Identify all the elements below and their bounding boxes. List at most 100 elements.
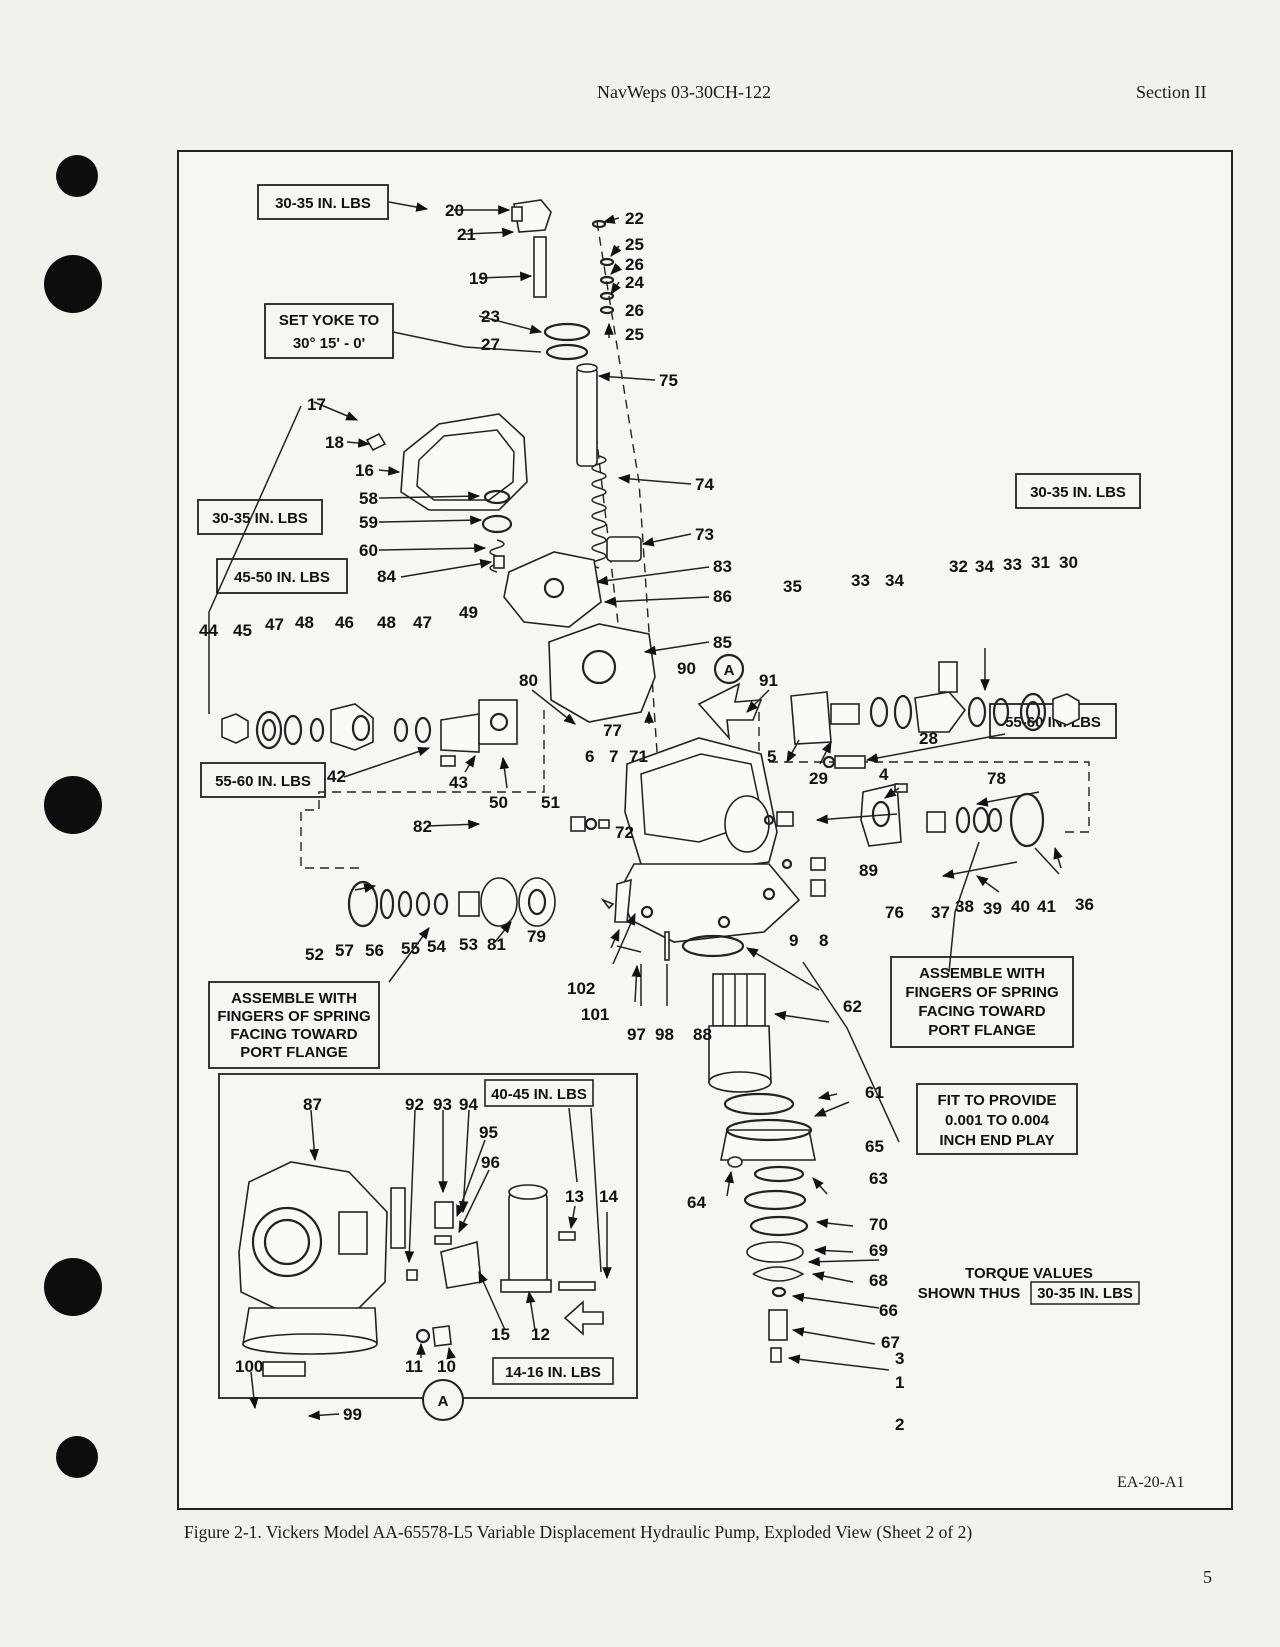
exploded-view-drawing: 30-35 IN. LBS SET YOKE TO 30° 15' - 0' 3… [197, 184, 1141, 1434]
svg-text:19: 19 [469, 269, 488, 288]
svg-text:48: 48 [377, 613, 396, 632]
svg-text:25: 25 [625, 235, 644, 254]
svg-text:24: 24 [625, 273, 644, 292]
svg-text:17: 17 [307, 395, 326, 414]
svg-text:TORQUE VALUES: TORQUE VALUES [965, 1265, 1093, 1282]
svg-text:90: 90 [677, 659, 696, 678]
svg-text:51: 51 [541, 793, 560, 812]
svg-text:PORT FLANGE: PORT FLANGE [928, 1022, 1036, 1039]
svg-text:A: A [724, 662, 735, 679]
svg-text:87: 87 [303, 1095, 322, 1114]
svg-text:69: 69 [869, 1241, 888, 1260]
svg-text:41: 41 [1037, 897, 1056, 916]
binder-hole-5 [56, 1436, 98, 1478]
torque-box-55-60-left: 55-60 IN. LBS [200, 762, 326, 798]
svg-text:63: 63 [869, 1169, 888, 1188]
svg-text:43: 43 [449, 773, 468, 792]
svg-text:55-60 IN. LBS: 55-60 IN. LBS [215, 773, 311, 790]
section-label: Section II [1136, 82, 1207, 102]
svg-text:47: 47 [413, 613, 432, 632]
svg-text:97: 97 [627, 1025, 646, 1044]
svg-text:39: 39 [983, 899, 1002, 918]
svg-text:73: 73 [695, 525, 714, 544]
svg-text:28: 28 [919, 729, 938, 748]
svg-text:42: 42 [327, 767, 346, 786]
svg-text:30-35 IN. LBS: 30-35 IN. LBS [275, 195, 371, 212]
svg-text:77: 77 [603, 721, 622, 740]
figure-id-code: EA-20-A1 [1117, 1474, 1185, 1491]
svg-text:FACING TOWARD: FACING TOWARD [230, 1026, 357, 1043]
assemble-note-left: ASSEMBLE WITH FINGERS OF SPRING FACING T… [208, 981, 380, 1069]
svg-text:67: 67 [881, 1333, 900, 1352]
svg-text:25: 25 [625, 325, 644, 344]
svg-text:71: 71 [629, 747, 648, 766]
control-housing [493, 551, 656, 723]
end-play-note: FIT TO PROVIDE 0.001 TO 0.004 INCH END P… [916, 1083, 1078, 1155]
svg-text:36: 36 [1075, 895, 1094, 914]
document-number: NavWeps 03-30CH-122 [597, 82, 772, 102]
svg-text:20: 20 [445, 201, 464, 220]
svg-text:5: 5 [767, 747, 776, 766]
svg-text:57: 57 [335, 941, 354, 960]
svg-text:4: 4 [879, 765, 889, 784]
svg-text:101: 101 [581, 1005, 609, 1024]
svg-text:64: 64 [687, 1193, 706, 1212]
svg-text:34: 34 [885, 571, 904, 590]
svg-text:A: A [438, 1393, 449, 1410]
figure-caption: Figure 2-1. Vickers Model AA-65578-L5 Va… [184, 1522, 973, 1542]
svg-text:FINGERS OF SPRING: FINGERS OF SPRING [217, 1008, 370, 1025]
lower-left-seals [347, 877, 556, 928]
svg-text:72: 72 [615, 823, 634, 842]
svg-text:98: 98 [655, 1025, 674, 1044]
cover-plate [365, 413, 528, 511]
svg-text:6: 6 [585, 747, 594, 766]
page-number: 5 [1203, 1567, 1212, 1587]
svg-text:34: 34 [975, 557, 994, 576]
svg-text:ASSEMBLE WITH: ASSEMBLE WITH [919, 965, 1045, 982]
torque-box-45-50: 45-50 IN. LBS [216, 558, 348, 594]
direction-arrow: A [697, 653, 763, 741]
svg-text:33: 33 [851, 571, 870, 590]
svg-text:46: 46 [335, 613, 354, 632]
rotating-group [681, 934, 816, 1363]
svg-text:66: 66 [879, 1301, 898, 1320]
svg-text:45-50 IN. LBS: 45-50 IN. LBS [234, 569, 330, 586]
svg-text:SET YOKE TO: SET YOKE TO [279, 312, 380, 329]
svg-text:99: 99 [343, 1405, 362, 1424]
svg-text:38: 38 [955, 897, 974, 916]
svg-text:10: 10 [437, 1357, 456, 1376]
svg-text:59: 59 [359, 513, 378, 532]
svg-text:12: 12 [531, 1325, 550, 1344]
svg-text:2: 2 [895, 1415, 904, 1434]
svg-text:100: 100 [235, 1357, 263, 1376]
svg-text:9: 9 [789, 931, 798, 950]
svg-text:78: 78 [987, 769, 1006, 788]
set-yoke-box: SET YOKE TO 30° 15' - 0' [264, 303, 394, 359]
torque-legend: TORQUE VALUES SHOWN THUS 30-35 IN. LBS [918, 1265, 1140, 1305]
svg-text:21: 21 [457, 225, 476, 244]
valve-plugs [570, 811, 826, 897]
binder-hole-4 [44, 1258, 102, 1316]
svg-text:91: 91 [759, 671, 778, 690]
svg-text:30-35 IN. LBS: 30-35 IN. LBS [1030, 484, 1126, 501]
leader-lines [208, 201, 1063, 1421]
svg-text:83: 83 [713, 557, 732, 576]
svg-text:75: 75 [659, 371, 678, 390]
torque-box-top: 30-35 IN. LBS [257, 184, 389, 220]
binder-hole-1 [56, 155, 98, 197]
assemble-note-right: ASSEMBLE WITH FINGERS OF SPRING FACING T… [890, 956, 1074, 1048]
svg-text:26: 26 [625, 301, 644, 320]
svg-text:76: 76 [885, 903, 904, 922]
svg-text:15: 15 [491, 1325, 510, 1344]
svg-text:7: 7 [609, 747, 618, 766]
svg-text:80: 80 [519, 671, 538, 690]
svg-text:40-45 IN. LBS: 40-45 IN. LBS [491, 1086, 587, 1103]
svg-text:22: 22 [625, 209, 644, 228]
svg-text:61: 61 [865, 1083, 884, 1102]
svg-text:27: 27 [481, 335, 500, 354]
svg-text:92: 92 [405, 1095, 424, 1114]
svg-text:56: 56 [365, 941, 384, 960]
svg-text:93: 93 [433, 1095, 452, 1114]
svg-text:8: 8 [819, 931, 828, 950]
svg-text:53: 53 [459, 935, 478, 954]
